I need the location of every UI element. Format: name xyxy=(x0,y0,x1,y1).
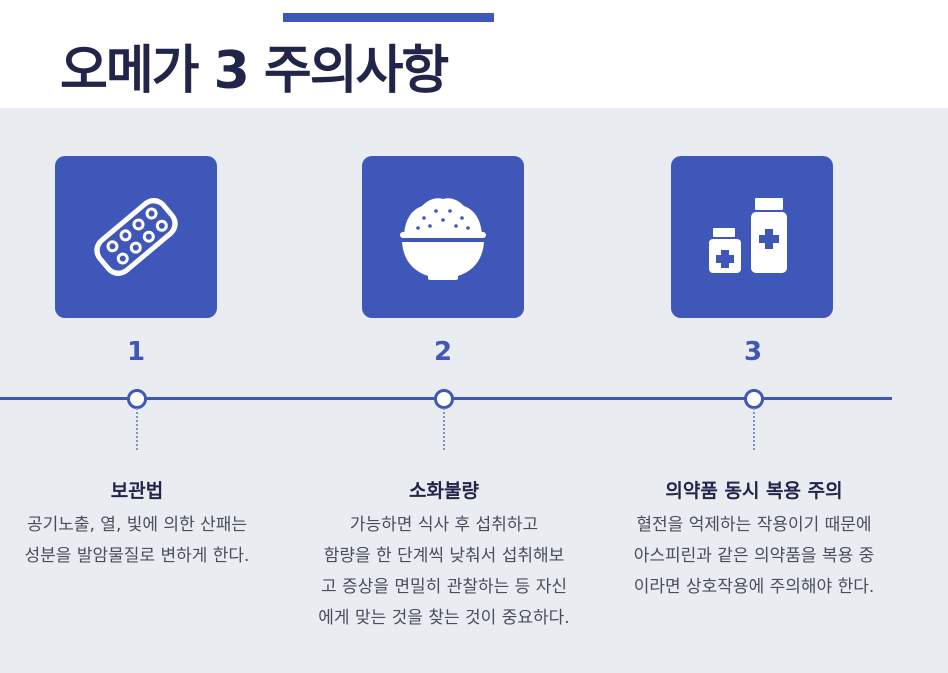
page-title: 오메가 3 주의사항 xyxy=(60,41,449,101)
item-2-description: 가능하면 식사 후 섭취하고 함량을 한 단계씩 낮춰서 섭취해보 고 증상을 … xyxy=(294,510,594,634)
description-line: 에게 맞는 것을 찾는 것이 중요하다. xyxy=(318,608,570,628)
connector-1 xyxy=(136,408,138,450)
description-line: 공기노출, 열, 빛에 의한 산패는 xyxy=(26,515,248,535)
item-1-icon-box xyxy=(55,156,217,318)
item-3-heading: 의약품 동시 복용 주의 xyxy=(665,480,843,502)
description-line: 성분을 발암물질로 변하게 한다. xyxy=(24,546,250,566)
item-1-number: 1 xyxy=(126,337,146,367)
item-2-heading: 소화불량 xyxy=(409,480,479,502)
item-3-description: 혈전을 억제하는 작용이기 때문에 아스피린과 같은 의약품을 복용 중 이라면… xyxy=(604,510,904,603)
connector-3 xyxy=(753,408,755,450)
item-1-heading: 보관법 xyxy=(110,480,164,502)
item-3-icon-box xyxy=(671,156,833,318)
timeline-node-1 xyxy=(127,389,147,409)
timeline-node-2 xyxy=(434,389,454,409)
rice-bowl-icon xyxy=(400,198,486,280)
description-line: 함량을 한 단계씩 낮춰서 섭취해보 xyxy=(323,546,565,566)
title-accent-bar xyxy=(283,13,494,22)
description-line: 아스피린과 같은 의약품을 복용 중 xyxy=(633,546,875,566)
description-line: 고 증상을 면밀히 관찰하는 등 자신 xyxy=(321,577,567,597)
description-line: 가능하면 식사 후 섭취하고 xyxy=(349,515,539,535)
item-2-number: 2 xyxy=(433,337,453,367)
item-3-number: 3 xyxy=(743,337,763,367)
timeline-node-3 xyxy=(744,389,764,409)
description-line: 이라면 상호작용에 주의해야 한다. xyxy=(633,577,875,597)
header: 오메가 3 주의사항 xyxy=(0,0,948,108)
pill-blister-icon xyxy=(94,197,178,277)
item-2-icon-box xyxy=(362,156,524,318)
description-line: 혈전을 억제하는 작용이기 때문에 xyxy=(636,515,872,535)
connector-2 xyxy=(443,408,445,450)
medicine-bottles-icon xyxy=(709,198,787,273)
item-1-description: 공기노출, 열, 빛에 의한 산패는 성분을 발암물질로 변하게 한다. xyxy=(0,510,287,572)
